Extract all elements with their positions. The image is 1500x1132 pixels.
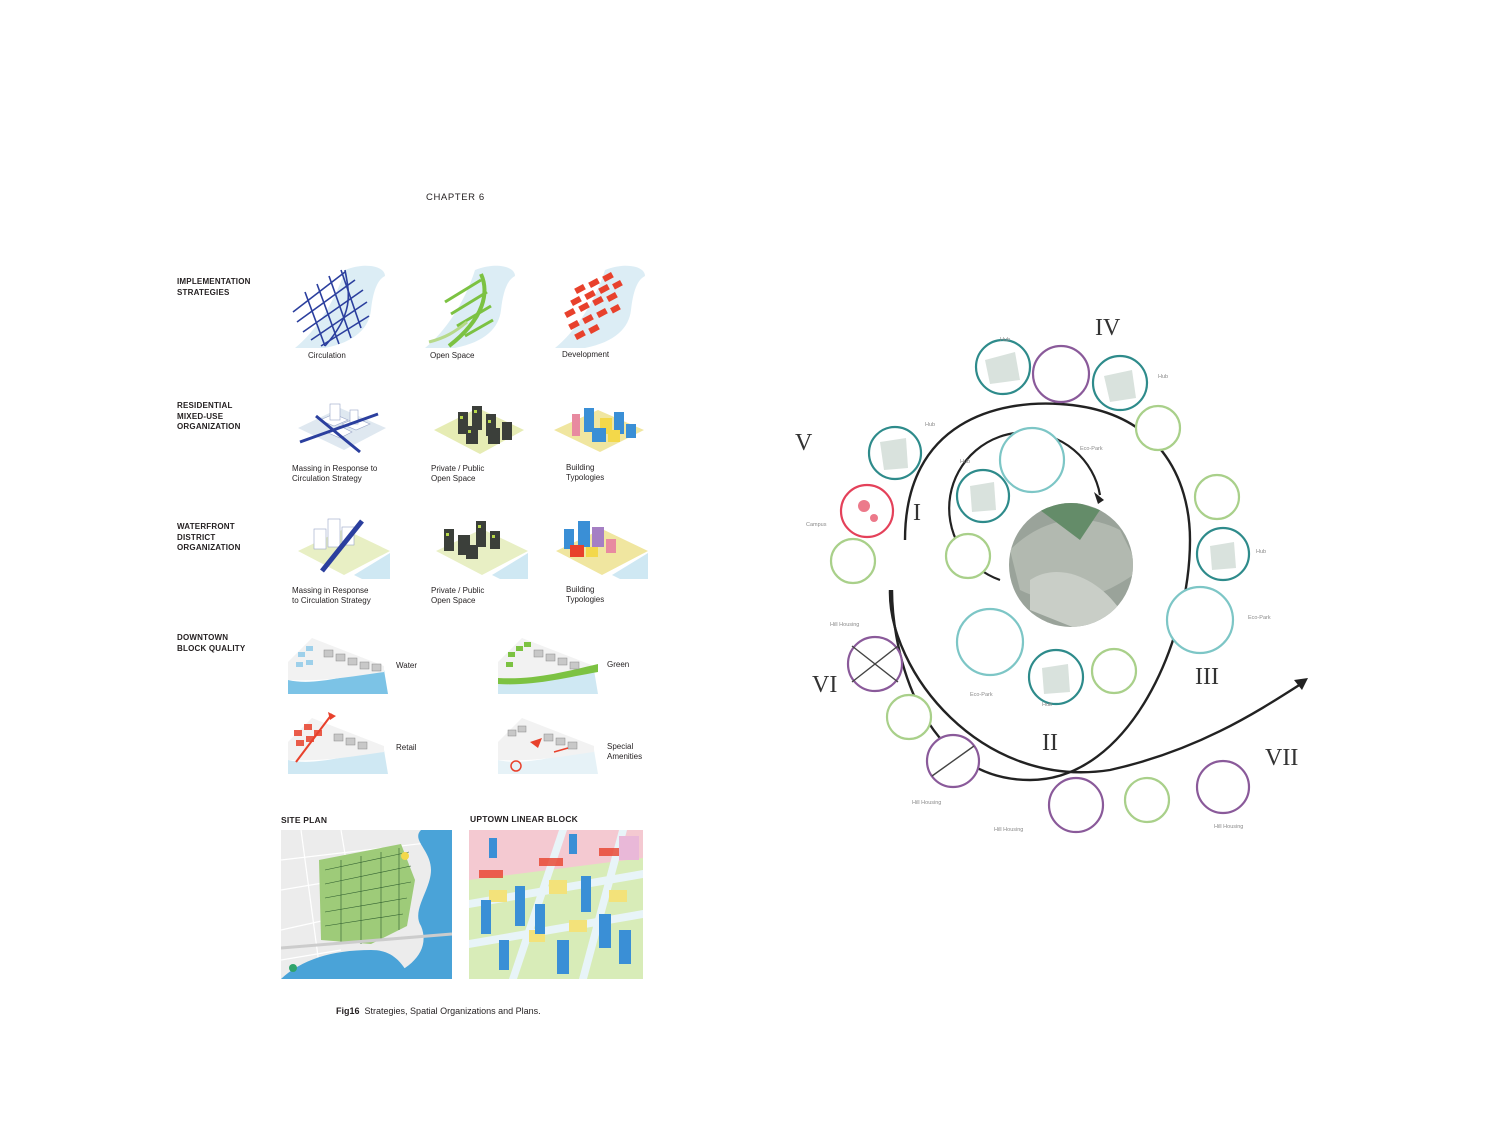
caption-green: Green <box>607 660 630 669</box>
spiral-label-hill-housing-2: Hill Housing <box>912 800 941 806</box>
block-quality-retail-diagram <box>288 712 388 774</box>
phase-numeral-3: III <box>1195 664 1219 690</box>
waterfront-massing-diagram <box>298 518 390 579</box>
phase-numeral-1: I <box>913 500 921 526</box>
caption-circulation: Circulation <box>308 351 346 360</box>
site-plan-title: SITE PLAN <box>281 815 328 825</box>
phase-numeral-4: IV <box>1095 315 1121 341</box>
caption-water: Water <box>396 661 418 670</box>
spiral-label-hub-6: Hub <box>1042 702 1052 708</box>
caption-open-space: Open Space <box>430 351 475 360</box>
block-quality-green-diagram <box>498 638 598 694</box>
site-plan-map <box>281 830 452 979</box>
phase-numeral-2: II <box>1042 730 1058 756</box>
open-space-diagram <box>425 265 515 348</box>
uptown-block-render <box>469 830 643 979</box>
spiral-label-ecopark-2: Eco-Park <box>1248 615 1271 621</box>
chapter-heading: CHAPTER 6 <box>426 192 485 203</box>
uptown-title: UPTOWN LINEAR BLOCK <box>470 814 578 824</box>
spiral-label-hub-3: Hub <box>925 422 935 428</box>
phasing-spiral-diagram: I II III IV V VI VII Hub Hub Hub Hub Hub… <box>795 315 1308 834</box>
caption-retail: Retail <box>396 743 417 752</box>
residential-typologies-diagram <box>554 408 644 452</box>
caption-development: Development <box>562 350 610 359</box>
figure-caption: Fig16 Strategies, Spatial Organizations … <box>336 1006 541 1016</box>
spiral-label-hub-4: Hub <box>960 459 970 465</box>
spiral-label-hill-housing-3: Hill Housing <box>994 827 1023 833</box>
spiral-label-ecopark-3: Eco-Park <box>970 692 993 698</box>
spiral-label-hill-housing-1: Hill Housing <box>830 622 859 628</box>
phase-numeral-6: VI <box>812 672 837 698</box>
spiral-label-ecopark-1: Eco-Park <box>1080 446 1103 452</box>
spiral-label-hub-2: Hub <box>1158 374 1168 380</box>
block-quality-water-diagram <box>288 638 388 694</box>
phase-numeral-5: V <box>795 430 813 456</box>
circulation-diagram <box>292 265 385 348</box>
phase-numeral-7: VII <box>1265 745 1298 771</box>
development-diagram <box>555 265 645 348</box>
spiral-label-hill-housing-4: Hill Housing <box>1214 824 1243 830</box>
block-quality-amenities-diagram <box>498 718 598 774</box>
spiral-label-hub-5: Hub <box>1256 549 1266 555</box>
waterfront-openspace-diagram <box>436 521 528 579</box>
spiral-label-hub-1: Hub <box>1000 337 1010 343</box>
residential-openspace-diagram <box>434 406 524 454</box>
residential-massing-diagram <box>298 403 386 454</box>
waterfront-typologies-diagram <box>556 521 648 579</box>
spiral-label-campus: Campus <box>806 522 827 528</box>
